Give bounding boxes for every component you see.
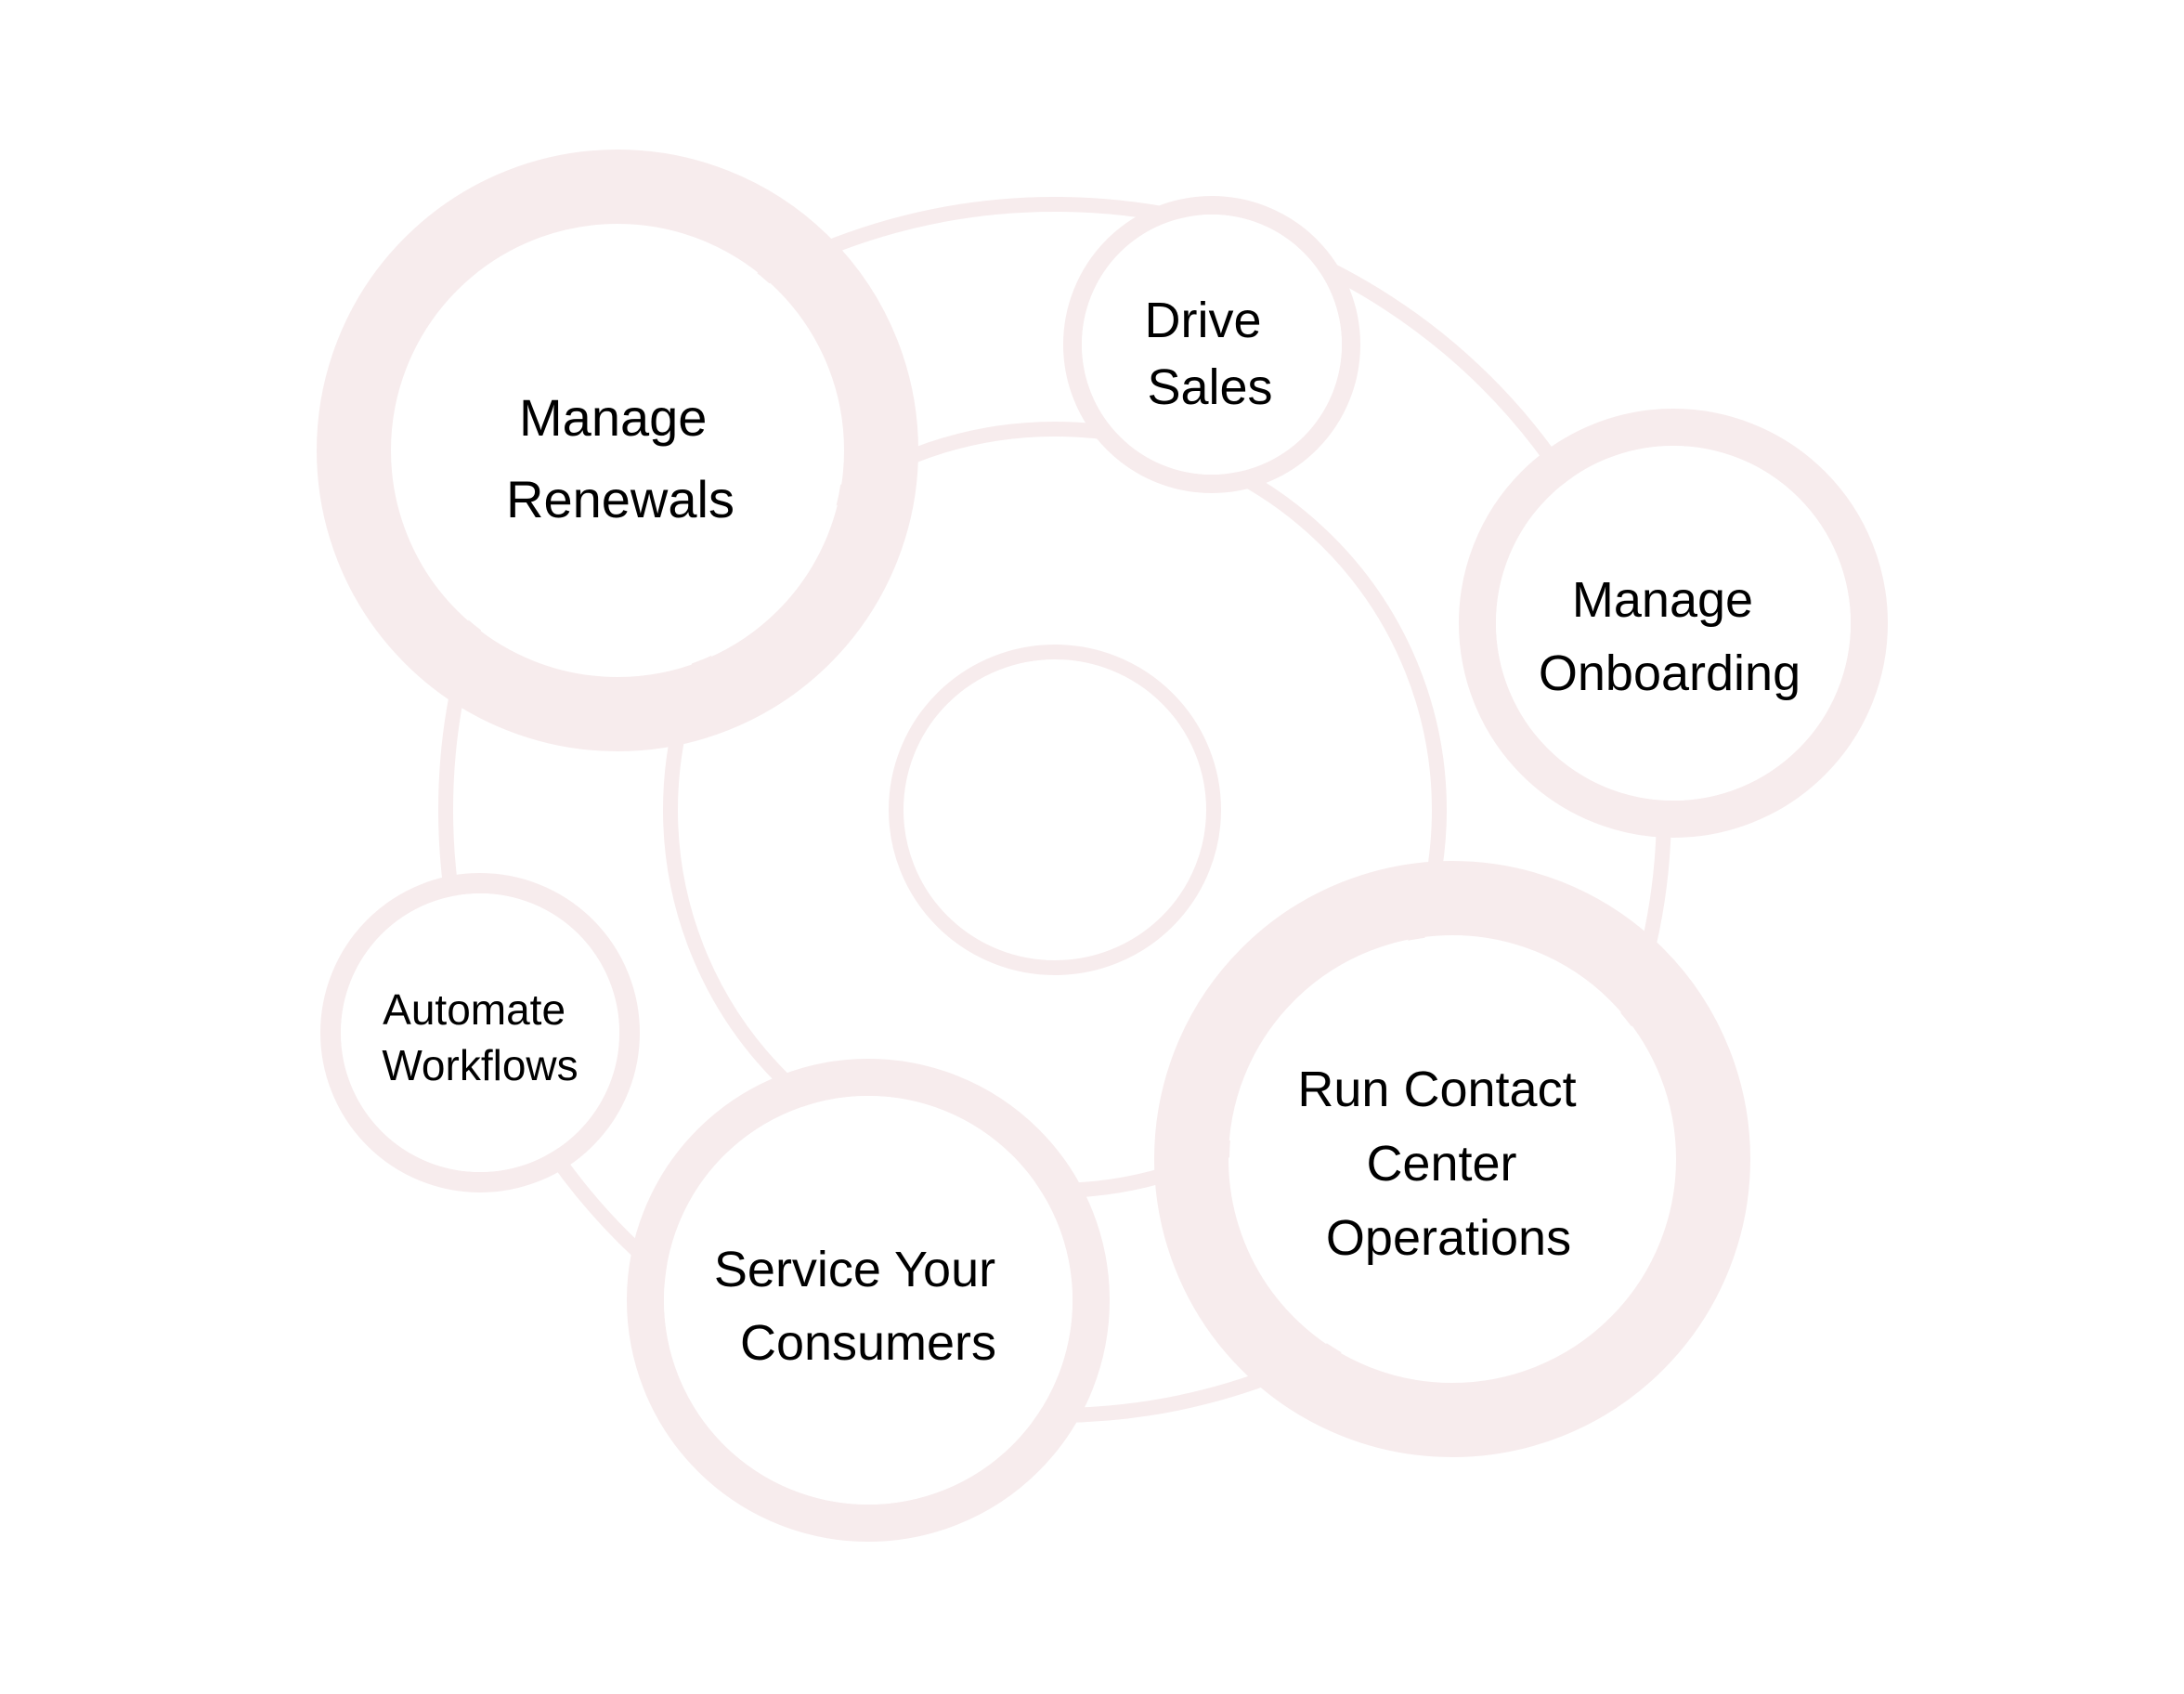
service-your-consumers-label-line-2: Consumers [740,1315,996,1371]
run-contact-center-operations-label-line-2: Center [1366,1136,1516,1192]
drive-sales-label-line-1: Drive [1144,293,1261,348]
manage-onboarding-label: Manage Onboarding [1539,572,1800,701]
run-contact-center-operations-label: Run Contact Center Operations [1297,1062,1590,1266]
run-contact-center-operations-disc [1229,936,1675,1382]
manage-onboarding-ring [1459,409,1888,838]
manage-onboarding-label-line-2: Onboarding [1539,645,1800,701]
service-your-consumers-label: Service Your Consumers [714,1242,1009,1371]
node-run-contact-center-operations: Run Contact Center Operations [1154,861,1750,1457]
node-service-your-consumers: Service Your Consumers [627,1059,1110,1542]
manage-renewals-label-line-2: Renewals [506,470,734,528]
node-automate-workflows: Automate Workflows [320,873,640,1192]
drive-sales-label: Drive Sales [1144,293,1275,415]
automate-workflows-label-line-1: Automate [383,985,566,1034]
manage-onboarding-disc [1496,446,1851,801]
manage-onboarding-label-line-1: Manage [1572,572,1753,628]
drive-sales-ring [1063,196,1360,493]
service-your-consumers-ring [627,1059,1110,1542]
node-drive-sales: Drive Sales [1063,196,1360,493]
drive-sales-disc [1082,215,1342,475]
service-your-consumers-disc [664,1096,1072,1505]
run-contact-center-operations-label-line-3: Operations [1326,1210,1571,1266]
run-contact-center-operations-ring [1154,861,1750,1457]
automate-workflows-disc [341,893,619,1172]
automate-workflows-ring [320,873,640,1192]
manage-renewals-label-line-1: Manage [519,388,707,447]
manage-renewals-ring [317,150,918,751]
automate-workflows-label: Automate Workflows [382,985,578,1089]
automate-workflows-label-line-2: Workflows [382,1041,578,1089]
inner-center-ring [889,645,1221,975]
run-contact-center-operations-label-line-1: Run Contact [1297,1062,1576,1117]
manage-renewals-label: Manage Renewals [506,388,734,528]
service-your-consumers-label-line-1: Service Your [714,1242,995,1297]
drive-sales-label-line-2: Sales [1147,359,1272,415]
node-manage-onboarding: Manage Onboarding [1459,409,1888,838]
node-manage-renewals: Manage Renewals [317,150,918,751]
manage-renewals-disc [392,225,843,676]
